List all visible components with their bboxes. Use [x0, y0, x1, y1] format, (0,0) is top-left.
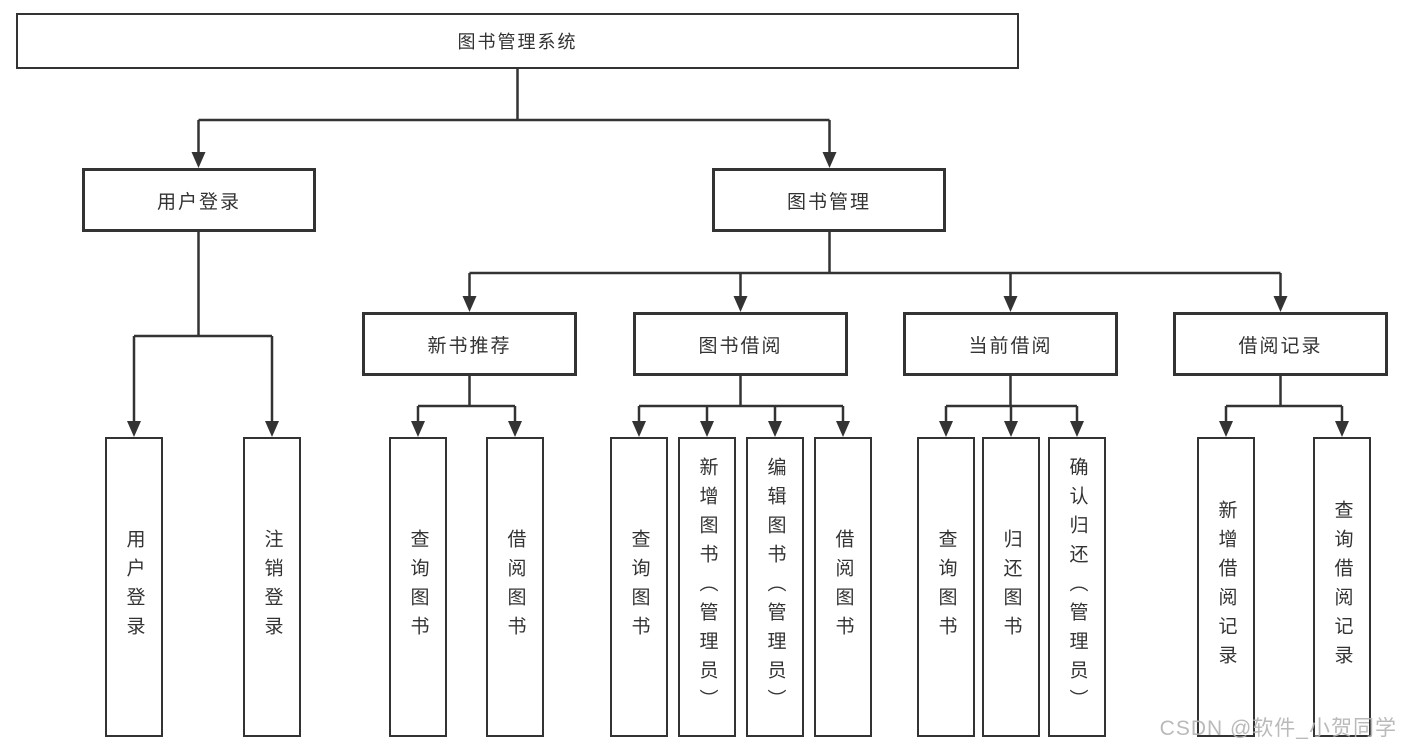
leaf-label: 查询图书 — [628, 529, 650, 645]
node-book-borrow: 图书借阅 — [633, 312, 848, 376]
leaf-label: 用户登录 — [123, 529, 145, 645]
leaf-edit-books-admin: 编辑图书（管理员） — [746, 437, 804, 737]
leaf-query-books-recommend: 查询图书 — [389, 437, 447, 737]
leaf-user-login: 用户登录 — [105, 437, 163, 737]
leaf-query-books-borrow: 查询图书 — [610, 437, 668, 737]
leaf-borrow-books-recommend: 借阅图书 — [486, 437, 544, 737]
leaf-label: 查询图书 — [935, 529, 957, 645]
leaf-add-books-admin: 新增图书（管理员） — [678, 437, 736, 737]
node-new-book-recommend: 新书推荐 — [362, 312, 577, 376]
leaf-label: 新增图书（管理员） — [696, 456, 718, 718]
leaf-label: 查询借阅记录 — [1331, 500, 1353, 674]
leaf-label: 编辑图书（管理员） — [764, 456, 786, 718]
watermark: CSDN @软件_小贺同学 — [1159, 717, 1397, 740]
node-root-library-system: 图书管理系统 — [16, 13, 1019, 69]
leaf-borrow-books: 借阅图书 — [814, 437, 872, 737]
node-borrow-record: 借阅记录 — [1173, 312, 1388, 376]
leaf-label: 注销登录 — [261, 529, 283, 645]
leaf-label: 借阅图书 — [504, 529, 526, 645]
leaf-logout: 注销登录 — [243, 437, 301, 737]
leaf-label: 归还图书 — [1000, 529, 1022, 645]
node-book-management: 图书管理 — [712, 168, 946, 232]
leaf-label: 新增借阅记录 — [1215, 500, 1237, 674]
leaf-add-borrow-record: 新增借阅记录 — [1197, 437, 1255, 737]
leaf-query-books-current: 查询图书 — [917, 437, 975, 737]
node-current-borrow: 当前借阅 — [903, 312, 1118, 376]
node-user-login: 用户登录 — [82, 168, 316, 232]
leaf-label: 确认归还（管理员） — [1066, 456, 1088, 718]
leaf-label: 借阅图书 — [832, 529, 854, 645]
leaf-confirm-return-admin: 确认归还（管理员） — [1048, 437, 1106, 737]
leaf-label: 查询图书 — [407, 529, 429, 645]
leaf-return-books: 归还图书 — [982, 437, 1040, 737]
leaf-query-borrow-record: 查询借阅记录 — [1313, 437, 1371, 737]
